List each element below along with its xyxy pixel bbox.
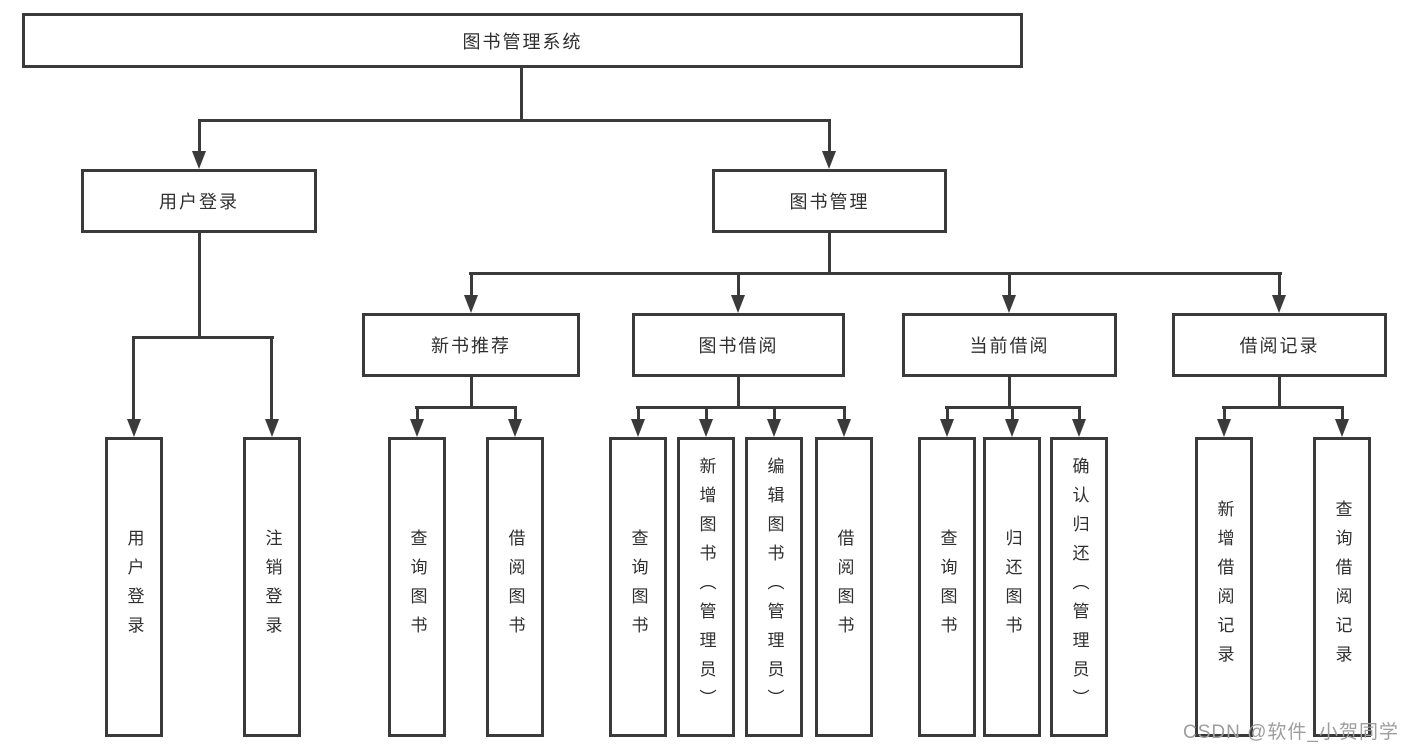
connector-drop-book-borrow <box>737 275 740 297</box>
leaf-return-book-label: 归还图书 <box>1002 529 1022 645</box>
connector-drop-leaf-user-login <box>132 339 135 421</box>
connector-drop-user-login <box>198 122 201 152</box>
connector-drop-leaf <box>637 409 640 421</box>
connector-drop-current-borrow <box>1008 275 1011 297</box>
node-book-management-label: 图书管理 <box>789 192 870 212</box>
leaf-add-borrow-record: 新增借阅记录 <box>1195 437 1253 737</box>
arrowhead-down-icon <box>699 419 713 437</box>
leaf-query-books-borrow-label: 查询图书 <box>628 529 648 645</box>
connector-drop-leaf <box>514 409 517 421</box>
leaf-user-login-label: 用户登录 <box>124 529 144 645</box>
arrowhead-down-icon <box>1272 295 1286 313</box>
connector-records-crossbar <box>1222 406 1344 409</box>
connector-root-stem <box>520 68 523 119</box>
arrowhead-down-icon <box>192 151 206 169</box>
arrowhead-down-icon <box>1072 419 1086 437</box>
arrowhead-down-icon <box>940 419 954 437</box>
node-new-book-recommend-label: 新书推荐 <box>431 336 511 356</box>
leaf-logout-label: 注销登录 <box>262 529 282 645</box>
leaf-query-books-recommend-label: 查询图书 <box>407 529 427 645</box>
connector-user-login-crossbar <box>132 336 274 339</box>
connector-drop-borrow-records <box>1278 275 1281 297</box>
arrowhead-down-icon <box>631 419 645 437</box>
leaf-edit-book-admin: 编辑图书（管理员） <box>745 437 803 737</box>
arrowhead-down-icon <box>837 419 851 437</box>
node-user-login: 用户登录 <box>81 169 317 233</box>
leaf-query-books-current-label: 查询图书 <box>937 529 957 645</box>
node-root: 图书管理系统 <box>22 13 1023 68</box>
node-book-management: 图书管理 <box>712 169 947 233</box>
arrowhead-down-icon <box>410 419 424 437</box>
leaf-query-books-borrow: 查询图书 <box>609 437 667 737</box>
connector-drop-leaf-logout <box>270 339 273 421</box>
connector-recommend-crossbar <box>415 406 517 409</box>
connector-borrow-stem <box>737 377 740 407</box>
connector-level2-crossbar <box>198 119 831 122</box>
connector-current-crossbar <box>945 406 1081 409</box>
node-current-borrow-label: 当前借阅 <box>969 336 1050 356</box>
leaf-query-borrow-record: 查询借阅记录 <box>1313 437 1371 737</box>
arrowhead-down-icon <box>1217 419 1231 437</box>
leaf-user-login: 用户登录 <box>105 437 163 737</box>
leaf-add-borrow-record-label: 新增借阅记录 <box>1214 500 1234 674</box>
leaf-edit-book-admin-label: 编辑图书（管理员） <box>764 456 784 718</box>
connector-current-stem <box>1008 377 1011 407</box>
connector-drop-leaf <box>705 409 708 421</box>
node-borrow-records-label: 借阅记录 <box>1239 336 1320 356</box>
leaf-borrow-books-borrow: 借阅图书 <box>815 437 873 737</box>
connector-user-login-stem <box>198 233 201 336</box>
node-book-borrow-label: 图书借阅 <box>698 336 779 356</box>
leaf-add-book-admin-label: 新增图书（管理员） <box>696 456 716 718</box>
arrowhead-down-icon <box>1002 295 1016 313</box>
connector-drop-leaf <box>946 409 949 421</box>
leaf-borrow-books-recommend-label: 借阅图书 <box>505 529 525 645</box>
connector-drop-leaf <box>416 409 419 421</box>
node-borrow-records: 借阅记录 <box>1172 313 1387 377</box>
leaf-return-book: 归还图书 <box>983 437 1041 737</box>
connector-level3-crossbar <box>469 272 1282 275</box>
connector-records-stem <box>1278 377 1281 407</box>
connector-drop-new-book-recommend <box>470 275 473 297</box>
connector-recommend-stem <box>470 377 473 407</box>
arrowhead-down-icon <box>1335 419 1349 437</box>
arrowhead-down-icon <box>127 419 141 437</box>
leaf-logout: 注销登录 <box>243 437 301 737</box>
connector-drop-book-management <box>828 122 831 152</box>
arrowhead-down-icon <box>464 295 478 313</box>
node-new-book-recommend: 新书推荐 <box>362 313 580 377</box>
connector-book-management-stem <box>828 233 831 272</box>
node-book-borrow: 图书借阅 <box>632 313 845 377</box>
arrowhead-down-icon <box>767 419 781 437</box>
leaf-add-book-admin: 新增图书（管理员） <box>677 437 735 737</box>
arrowhead-down-icon <box>731 295 745 313</box>
connector-drop-leaf <box>1341 409 1344 421</box>
connector-borrow-crossbar <box>636 406 846 409</box>
leaf-borrow-books-borrow-label: 借阅图书 <box>834 529 854 645</box>
leaf-borrow-books-recommend: 借阅图书 <box>486 437 544 737</box>
connector-drop-leaf <box>1223 409 1226 421</box>
leaf-query-borrow-record-label: 查询借阅记录 <box>1332 500 1352 674</box>
node-current-borrow: 当前借阅 <box>902 313 1117 377</box>
node-user-login-label: 用户登录 <box>159 192 239 212</box>
leaf-confirm-return-admin: 确认归还（管理员） <box>1050 437 1108 737</box>
connector-drop-leaf <box>773 409 776 421</box>
connector-drop-leaf <box>1078 409 1081 421</box>
connector-drop-leaf <box>1011 409 1014 421</box>
arrowhead-down-icon <box>822 151 836 169</box>
arrowhead-down-icon <box>1005 419 1019 437</box>
leaf-query-books-recommend: 查询图书 <box>388 437 446 737</box>
leaf-confirm-return-admin-label: 确认归还（管理员） <box>1069 456 1089 718</box>
leaf-query-books-current: 查询图书 <box>918 437 976 737</box>
arrowhead-down-icon <box>508 419 522 437</box>
csdn-watermark: CSDN @软件_小贺同学 <box>1183 722 1399 743</box>
connector-drop-leaf <box>843 409 846 421</box>
arrowhead-down-icon <box>265 419 279 437</box>
node-root-label: 图书管理系统 <box>462 31 583 52</box>
